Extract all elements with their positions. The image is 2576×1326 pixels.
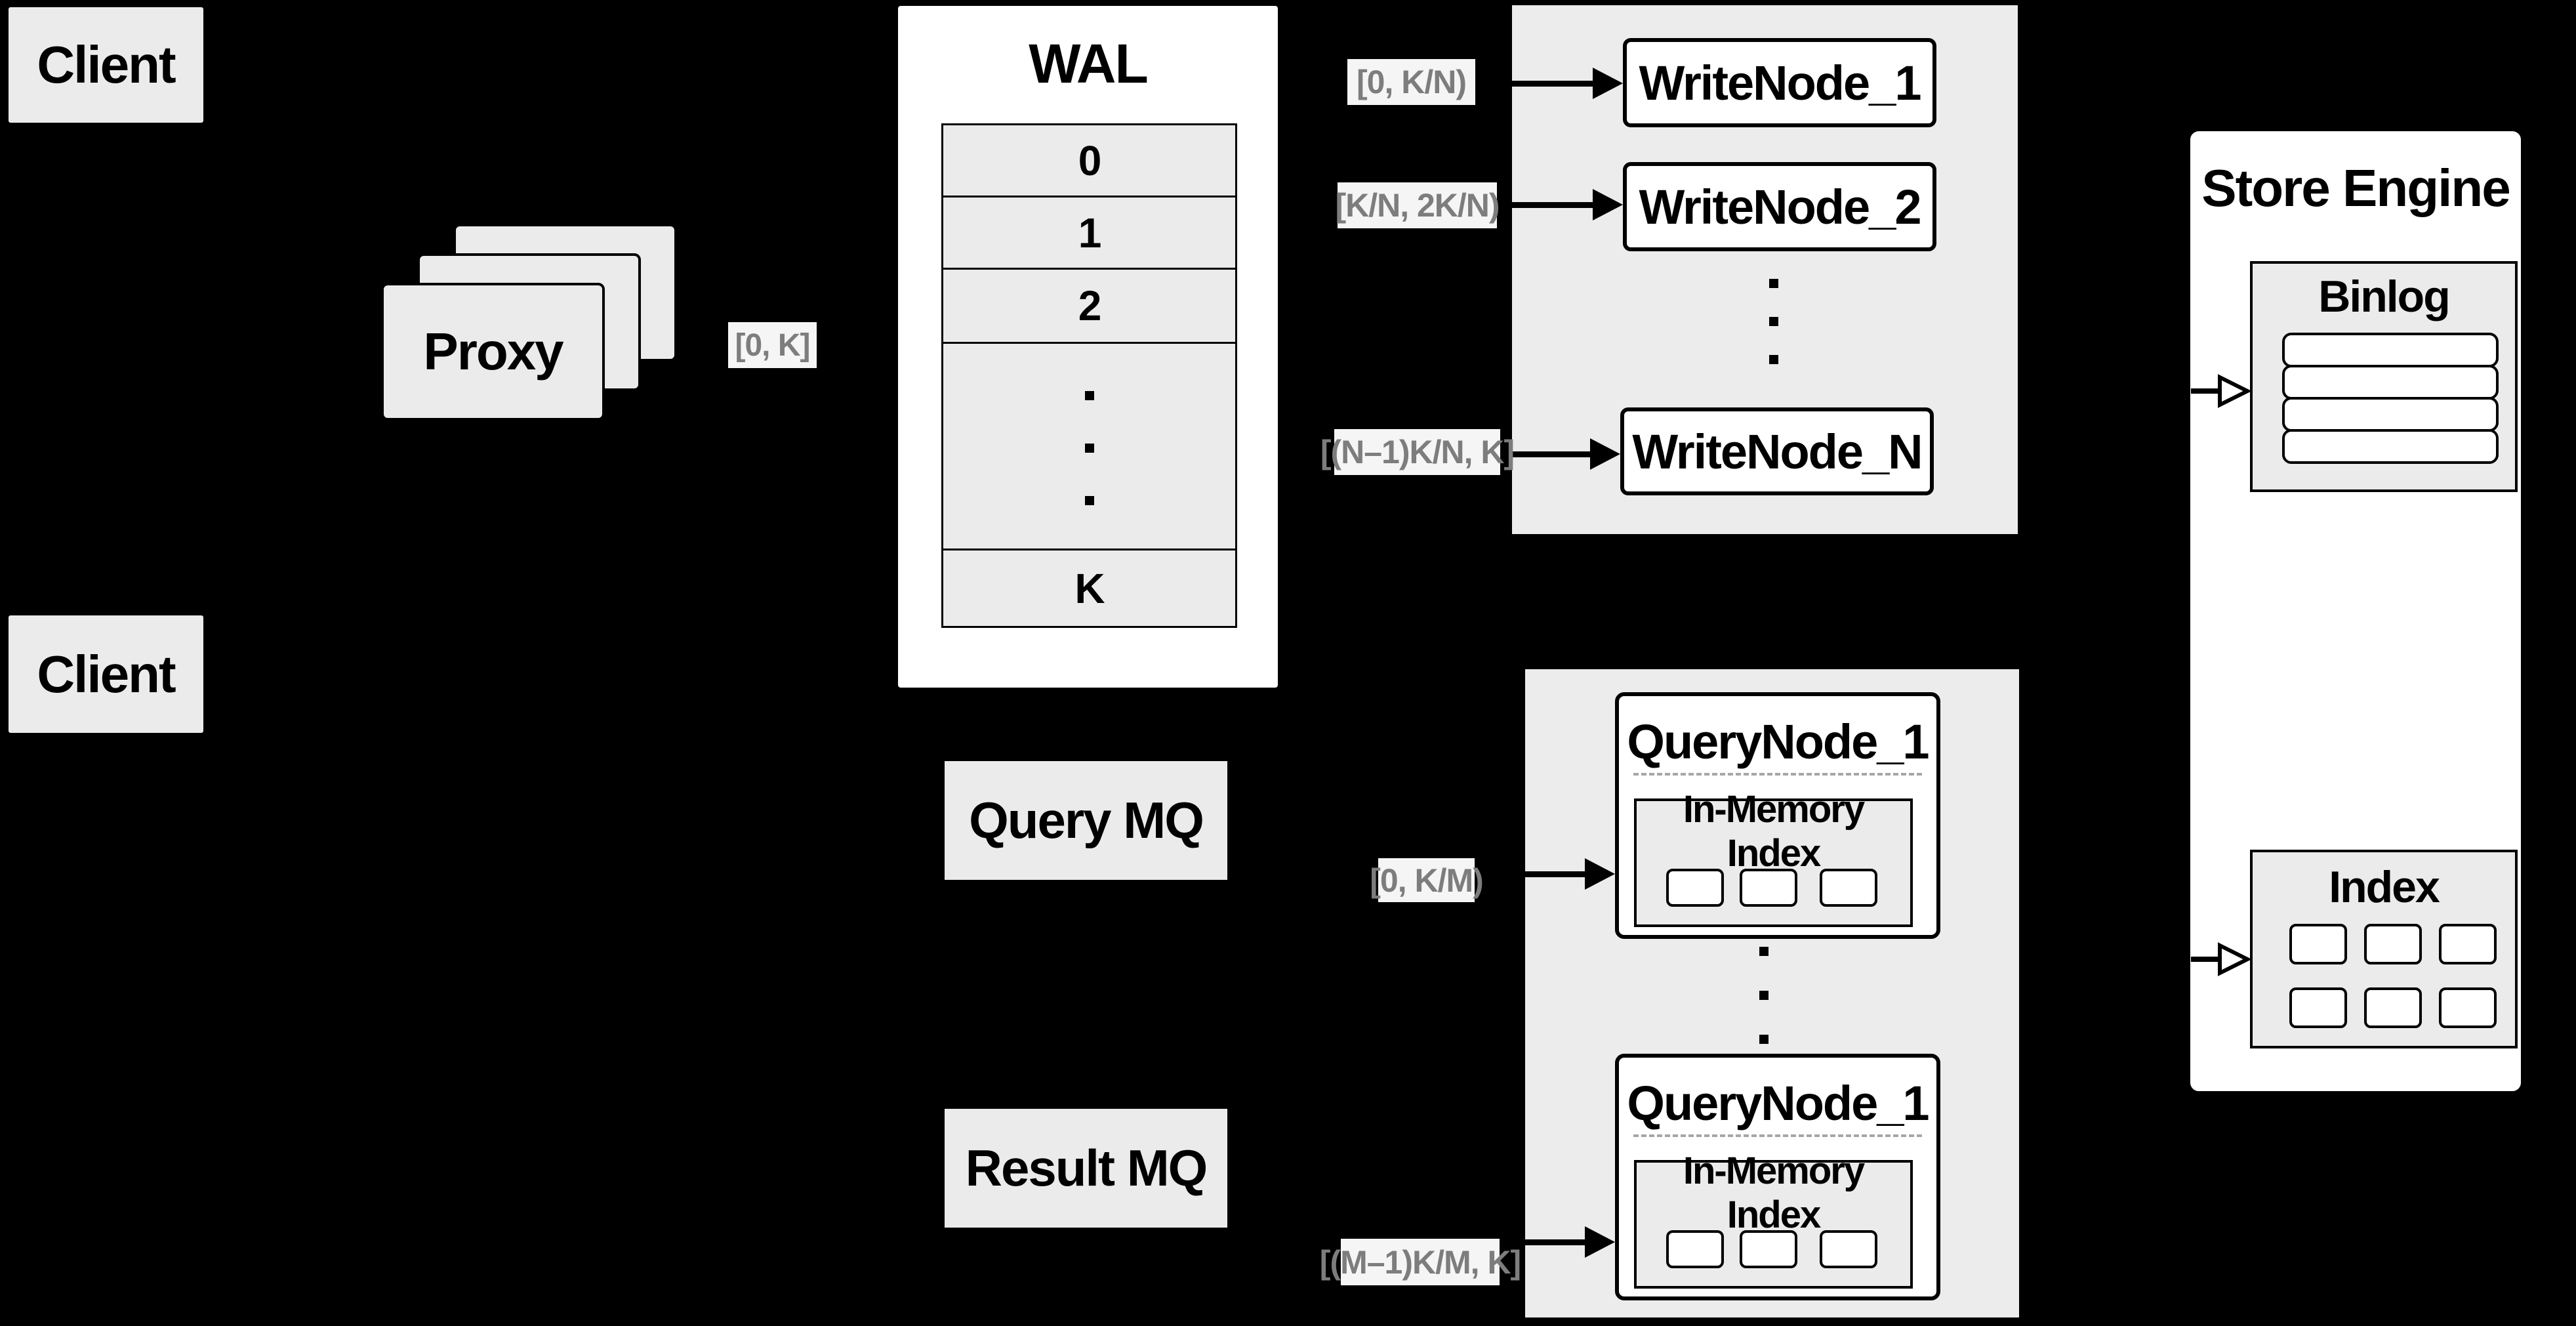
index-cell <box>2289 987 2347 1028</box>
wal-row-ellipsis <box>941 342 1237 550</box>
write-node-2: WriteNode_2 <box>1623 162 1936 251</box>
vertical-ellipsis-dot <box>1759 1035 1768 1044</box>
solid-arrowhead-icon <box>1585 1226 1615 1258</box>
range-label-0-k: [0, K] <box>728 322 817 368</box>
hollow-arrow-to-binlog-icon <box>2191 374 2250 408</box>
dashed-divider <box>1633 773 1922 776</box>
range-label-writenode-1: [0, K/N) <box>1347 59 1475 105</box>
query-mq-box: Query MQ <box>945 761 1227 880</box>
in-memory-cell <box>1740 869 1797 907</box>
wal-row-0: 0 <box>941 123 1237 197</box>
arrow-to-querynode-top <box>1417 858 1615 890</box>
vertical-ellipsis-dot <box>1769 355 1778 364</box>
hollow-arrow-to-index-icon <box>2191 942 2250 976</box>
in-memory-cell <box>1820 869 1877 907</box>
index-title: Index <box>2329 862 2440 912</box>
arrow-to-writenode-1 <box>1397 68 1623 99</box>
solid-arrowhead-icon <box>1593 189 1623 220</box>
arrow-to-querynode-bottom <box>1443 1226 1615 1258</box>
vertical-ellipsis-dot <box>1759 947 1768 956</box>
in-memory-cell <box>1666 1230 1724 1268</box>
wal-row-2: 2 <box>941 268 1237 344</box>
write-node-1: WriteNode_1 <box>1623 38 1936 127</box>
solid-arrowhead-icon <box>1585 858 1615 890</box>
in-memory-cell <box>1666 869 1724 907</box>
wal-row-k: K <box>941 549 1237 628</box>
vertical-ellipsis-dot <box>1084 496 1094 505</box>
write-node-n: WriteNode_N <box>1620 407 1934 495</box>
vertical-ellipsis-dot <box>1769 279 1778 288</box>
wal-row-1: 1 <box>941 196 1237 270</box>
query-node-bottom-title: QueryNode_1 <box>1627 1075 1929 1130</box>
result-mq-box: Result MQ <box>945 1109 1227 1228</box>
in-memory-cell <box>1820 1230 1877 1268</box>
dashed-divider <box>1633 1134 1922 1137</box>
in-memory-index-title-top: In-Memory Index <box>1683 788 1865 875</box>
client-box-bottom: Client <box>7 613 205 735</box>
store-engine-title: Store Engine <box>2201 159 2510 217</box>
vertical-ellipsis <box>1759 947 1768 1045</box>
index-cell <box>2439 987 2497 1028</box>
range-label-querynode-top: [0, K/M) <box>1370 858 1484 902</box>
index-cell <box>2364 987 2422 1028</box>
index-cell <box>2364 924 2422 964</box>
range-label-writenode-2: [K/N, 2K/N) <box>1335 182 1500 228</box>
binlog-row <box>2282 429 2499 464</box>
arrow-shaft <box>1417 871 1587 877</box>
client-box-top: Client <box>7 5 205 125</box>
proxy-box: Proxy <box>381 283 605 421</box>
query-node-top-title: QueryNode_1 <box>1627 714 1929 769</box>
vertical-ellipsis-dot <box>1084 444 1094 453</box>
arrow-shaft <box>1397 81 1595 87</box>
solid-arrowhead-icon <box>1593 68 1623 99</box>
index-cell <box>2289 924 2347 964</box>
index-cell <box>2439 924 2497 964</box>
binlog-row <box>2282 365 2499 400</box>
vertical-ellipsis-dot <box>1759 991 1768 1000</box>
in-memory-cell <box>1740 1230 1797 1268</box>
arrow-shaft <box>1443 1239 1587 1245</box>
solid-arrowhead-icon <box>1590 438 1620 470</box>
binlog-title: Binlog <box>2318 272 2451 321</box>
wal-title: WAL <box>1029 32 1149 94</box>
vertical-ellipsis-dot <box>1769 317 1778 326</box>
vertical-ellipsis <box>1769 279 1778 371</box>
binlog-row <box>2282 397 2499 432</box>
range-label-writenode-n: [(N–1)K/N, K] <box>1320 429 1515 475</box>
range-label-querynode-bottom: [(M–1)K/M, K] <box>1320 1239 1521 1285</box>
in-memory-index-title-bottom: In-Memory Index <box>1683 1150 1865 1236</box>
binlog-row <box>2282 333 2499 367</box>
vertical-ellipsis-dot <box>1084 391 1094 400</box>
